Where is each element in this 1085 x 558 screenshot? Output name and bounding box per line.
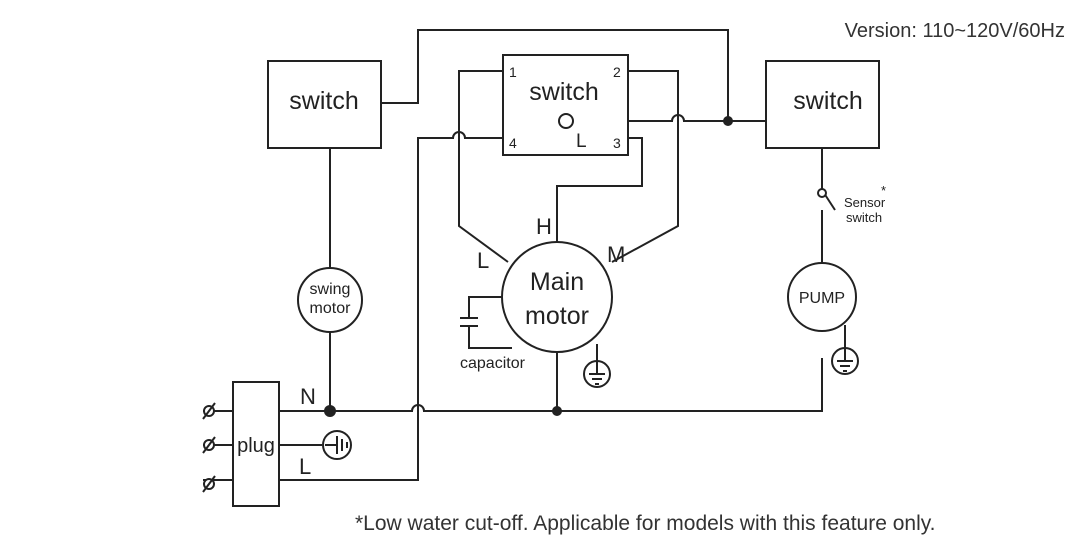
left-switch-box xyxy=(267,60,382,149)
terminal-2: 2 xyxy=(613,64,621,80)
left-switch-label: switch xyxy=(289,87,358,115)
plug-pin-icon xyxy=(202,475,216,493)
version-label: Version: 110~120V/60Hz xyxy=(844,20,1065,42)
switch-L-terminal xyxy=(558,113,574,129)
swing-motor-label-2: motor xyxy=(310,300,352,317)
junction-top-right xyxy=(723,116,733,126)
plug-label: plug xyxy=(237,435,275,457)
wire-t2-motorM xyxy=(611,70,679,263)
footnote: *Low water cut-off. Applicable for model… xyxy=(355,512,936,535)
terminal-1: 1 xyxy=(509,64,517,80)
main-motor-label-2: motor xyxy=(525,302,589,330)
junction-N xyxy=(324,405,336,417)
sensor-label-2: switch xyxy=(846,210,882,225)
sensor-label-1: Sensor xyxy=(844,195,886,210)
motor-H-label: H xyxy=(536,214,552,239)
junction-motor-neutral xyxy=(552,406,562,416)
switch-L-label: L xyxy=(576,131,587,152)
plug-pin-icon xyxy=(202,436,216,454)
pump-label: PUMP xyxy=(799,290,845,307)
ground-icon xyxy=(831,347,859,375)
motor-M-label: M xyxy=(607,242,625,267)
wire-neutral-bus xyxy=(279,358,823,412)
center-switch-box xyxy=(502,54,629,156)
right-switch-box xyxy=(765,60,880,149)
main-motor xyxy=(501,241,613,353)
wire-capacitor xyxy=(468,296,512,349)
plug-pin-icon xyxy=(202,402,216,420)
terminal-4: 4 xyxy=(509,135,517,151)
motor-L-label: L xyxy=(477,248,489,273)
sensor-star: * xyxy=(881,183,886,198)
plug-L-label: L xyxy=(299,454,311,479)
swing-motor xyxy=(297,267,363,333)
right-switch-label: switch xyxy=(793,87,862,115)
pump xyxy=(787,262,857,332)
wire-t1-motorL xyxy=(458,70,509,263)
ground-icon xyxy=(583,360,611,388)
ground-icon xyxy=(322,430,352,460)
center-switch-label: switch xyxy=(529,78,598,106)
swing-motor-label-1: swing xyxy=(310,281,351,298)
terminal-3: 3 xyxy=(613,135,621,151)
wires xyxy=(203,29,846,481)
junctions xyxy=(324,116,733,417)
capacitor-symbol xyxy=(460,317,478,327)
wire-switch-L-right xyxy=(573,114,766,122)
plug-N-label: N xyxy=(300,384,316,409)
main-motor-label-1: Main xyxy=(530,268,584,296)
capacitor-label: capacitor xyxy=(460,355,526,372)
wire-L-line xyxy=(279,131,503,481)
sensor-switch-contact xyxy=(817,188,827,198)
wire-t3-motorH xyxy=(556,137,643,242)
wire-top-bus xyxy=(381,29,729,121)
plug-box xyxy=(232,381,280,507)
